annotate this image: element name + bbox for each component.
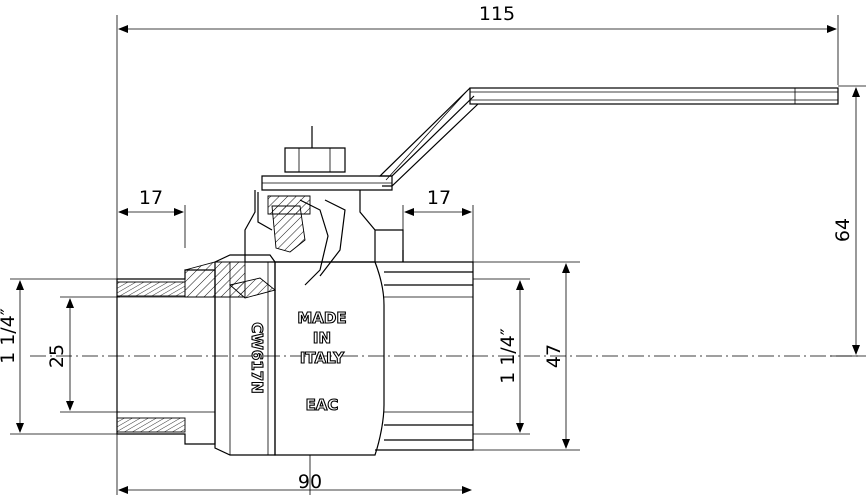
marking-italy: ITALY [300, 349, 345, 367]
outer-diameter-dimension: 47 [543, 344, 565, 368]
overall-length-dimension: 115 [479, 3, 515, 25]
marking-eac-cert: EAC [306, 396, 339, 414]
dimension-lines [16, 25, 860, 494]
handle-nut [284, 126, 346, 173]
marking-in: IN [313, 329, 331, 347]
valve-body [274, 229, 474, 456]
left-threaded-end [116, 261, 246, 445]
body-length-dimension: 90 [298, 471, 322, 493]
left-thread-length-dimension: 17 [139, 187, 163, 209]
marking-material-code: CW617N [248, 322, 266, 393]
marking-made: MADE [297, 309, 346, 327]
handle-height-dimension: 64 [832, 218, 854, 242]
extension-lines [10, 15, 866, 495]
stem-housing [244, 190, 376, 286]
right-thread-size-dimension: 1 1/4″ [497, 328, 519, 384]
right-thread-length-dimension: 17 [427, 187, 451, 209]
handle-lever [261, 87, 839, 191]
left-thread-size-dimension: 1 1/4″ [0, 308, 19, 364]
inner-bore-dimension: 25 [46, 344, 68, 368]
valve-body-nut [214, 254, 276, 456]
